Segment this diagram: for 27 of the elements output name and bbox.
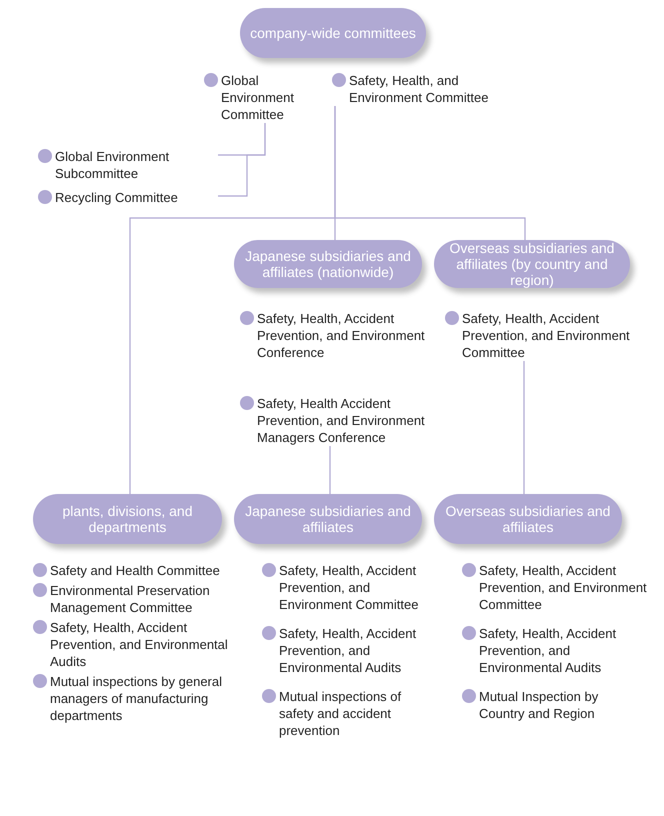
group-pill: Japanese subsidiaries and affiliates [234, 494, 422, 544]
group-pill: Overseas subsidiaries and affiliates (by country and region) [434, 240, 630, 288]
committee-item: Mutual inspections by general managers of manufacturing departments [33, 673, 233, 724]
committee-item: Global Environment Committee [204, 72, 314, 123]
committee-item: Safety and Health Committee [33, 562, 233, 579]
committee-item: Safety, Health, Accident Prevention, and Environment Committee [445, 310, 645, 361]
committee-item: Environmental Preservation Management Committee [33, 582, 233, 616]
committee-item: Safety, Health, Accident Prevention, and Environment Committee [262, 562, 432, 613]
committee-item: Recycling Committee [38, 189, 218, 206]
committee-item: Mutual inspections of safety and accident prevention [262, 688, 432, 739]
connector-line [218, 123, 266, 197]
committee-item: Safety, Health, Accident Prevention, and Environmental Audits [33, 619, 233, 670]
group-pill: Japanese subsidiaries and affiliates (nationwide) [234, 240, 422, 288]
connector-line [329, 446, 331, 494]
committee-item: Safety, Health, and Environment Committee [332, 72, 527, 106]
committee-item: Global Environment Subcommittee [38, 148, 218, 182]
group-pill: plants, divisions, and departments [33, 494, 222, 544]
group-pill: company-wide committees [240, 8, 426, 58]
committee-item: Safety, Health, Accident Prevention, and Environmental Audits [262, 625, 432, 676]
connector-line [334, 106, 526, 240]
committee-item: Safety, Health, Accident Prevention, and Environmental Audits [462, 625, 647, 676]
committee-item: Mutual Inspection by Country and Region [462, 688, 647, 722]
committee-item: Safety, Health, Accident Prevention, and Environment Conference [240, 310, 430, 361]
committee-item: Safety, Health Accident Prevention, and Environment Managers Conference [240, 395, 430, 446]
group-pill: Overseas subsidiaries and affiliates [434, 494, 622, 544]
committee-item: Safety, Health, Accident Prevention, and Environment Committee [462, 562, 647, 613]
connector-line [523, 361, 525, 494]
